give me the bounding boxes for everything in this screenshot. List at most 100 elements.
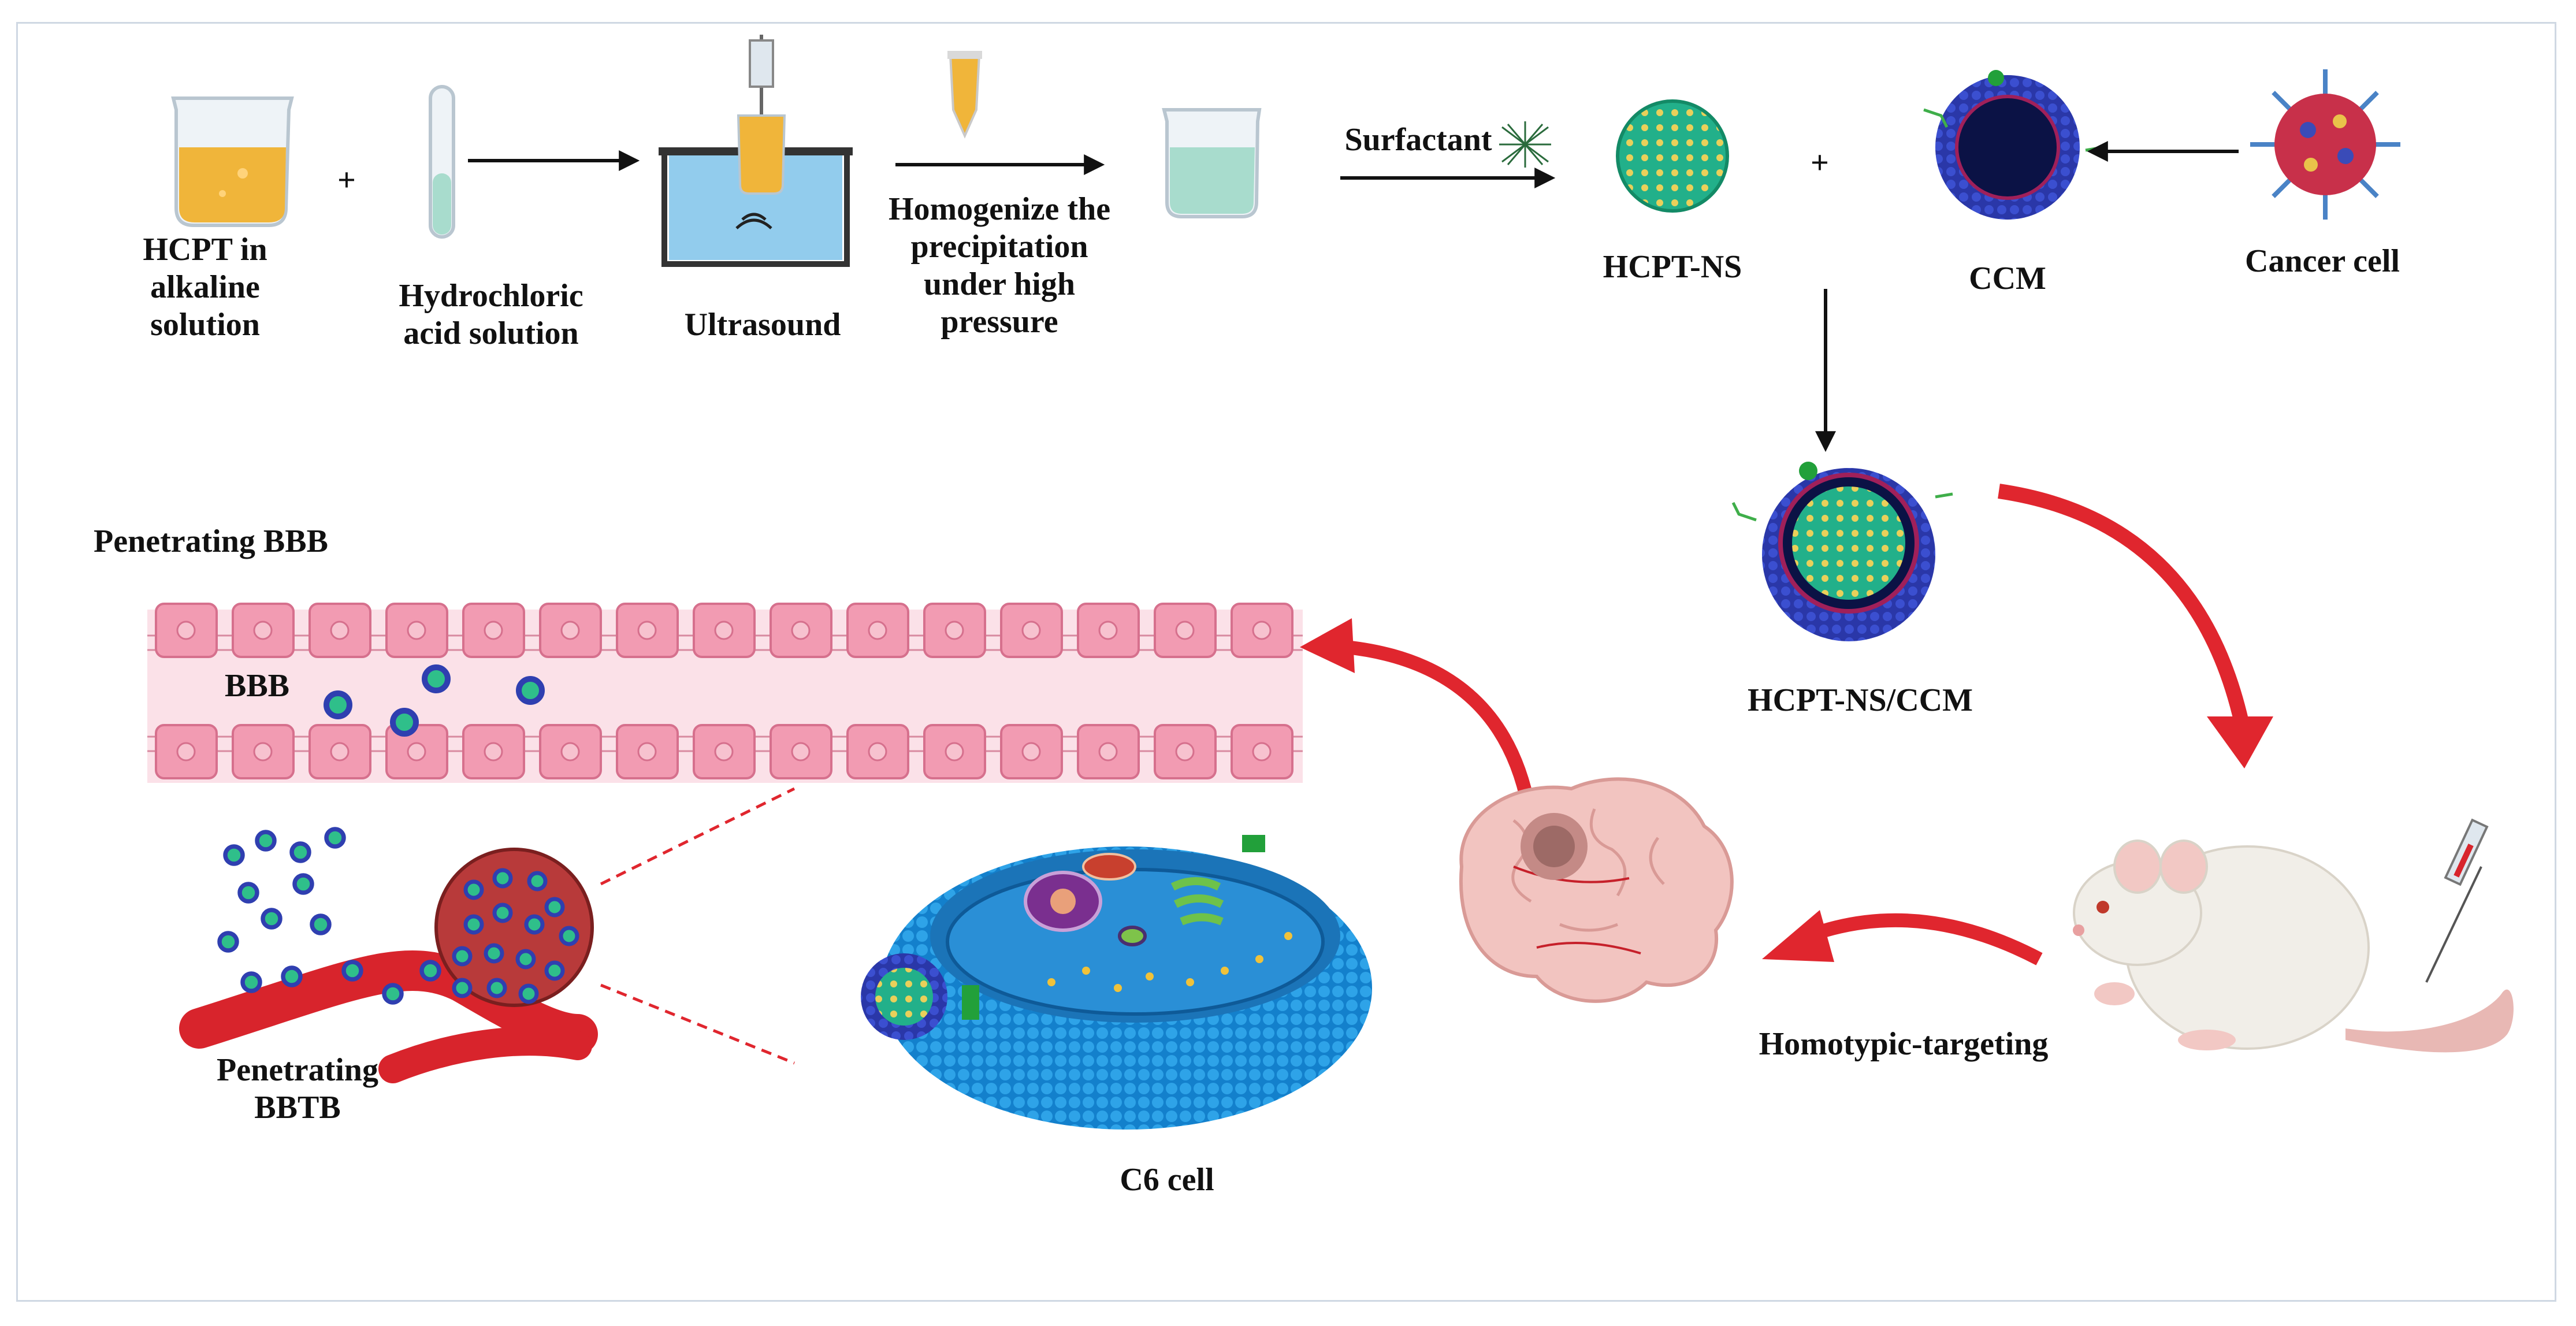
cell-nucleus <box>330 742 350 762</box>
svg-text:+: + <box>337 162 356 198</box>
nanoparticle <box>217 931 239 953</box>
label-bbb: BBB <box>225 668 289 704</box>
nanoparticle <box>524 914 545 935</box>
beaker-green-icon <box>1162 108 1262 218</box>
label-homog-l1: Homogenize the <box>889 191 1110 227</box>
label-hcl-l1: Hydrochloric <box>399 278 583 314</box>
label-cancer-cell: Cancer cell <box>2245 243 2400 279</box>
cell-nucleus <box>945 621 964 640</box>
c6-docked-particle <box>861 953 947 1040</box>
cell-nucleus <box>330 621 350 640</box>
nanoparticle <box>237 882 259 904</box>
hcpt-ns-icon <box>1616 99 1729 213</box>
cell-nucleus <box>868 742 887 762</box>
label-c6-cell: C6 cell <box>1120 1162 1214 1198</box>
cell-nucleus <box>1252 742 1272 762</box>
label-homog-l2: precipitation <box>911 229 1088 265</box>
nanoparticle <box>484 943 504 964</box>
cell-nucleus <box>560 621 580 640</box>
surfactant-icon <box>1499 121 1551 168</box>
label-ccm: CCM <box>1969 261 2046 296</box>
zoom-line-bottom <box>600 983 795 1065</box>
ultrasound-tank-icon <box>659 35 853 267</box>
cell-nucleus <box>1175 742 1195 762</box>
tumor-nanoparticles <box>452 868 579 1004</box>
nanoparticle <box>518 983 539 1004</box>
nanoparticle <box>341 960 363 982</box>
label-homog-l3: under high <box>924 266 1075 302</box>
cell-nucleus <box>176 621 196 640</box>
cell-nucleus <box>791 621 811 640</box>
label-hcl-l2: acid solution <box>403 315 578 351</box>
nanoparticle <box>544 897 565 918</box>
nanoparticle <box>261 908 282 930</box>
nanoparticle <box>515 949 536 970</box>
cell-nucleus <box>253 742 273 762</box>
eppendorf-tube-icon <box>947 51 982 139</box>
nanoparticle <box>310 913 332 935</box>
nanoparticle <box>324 827 346 849</box>
zoom-line-top <box>600 787 796 886</box>
cell-nucleus <box>868 621 887 640</box>
label-penetrating-bbb: Penetrating BBB <box>94 523 328 559</box>
svg-text:+: + <box>1811 145 1829 181</box>
hcpt-ns-ccm-icon <box>1731 462 1953 641</box>
nanoparticle <box>452 946 473 967</box>
nanoparticle <box>223 844 245 866</box>
cell-nucleus <box>1252 621 1272 640</box>
plus-sign-1: + <box>337 162 356 198</box>
label-hcpt-l2: alkaline <box>150 269 260 305</box>
arrow-composite-to-mouse <box>1998 484 2273 768</box>
cell-nucleus <box>253 621 273 640</box>
cell-nucleus <box>407 742 426 762</box>
nanoparticle <box>559 926 579 946</box>
label-pen-bbtb-l1: Penetrating <box>217 1052 378 1088</box>
test-tube-icon <box>429 85 455 239</box>
free-nanoparticles <box>217 827 441 1005</box>
label-hcpt-ns-ccm: HCPT-NS/CCM <box>1748 682 1973 718</box>
label-surfactant: Surfactant <box>1344 122 1492 158</box>
nanoparticle <box>281 965 303 987</box>
label-hcpt-l3: solution <box>150 307 260 343</box>
cell-nucleus <box>1021 742 1041 762</box>
label-homotypic: Homotypic-targeting <box>1759 1026 2049 1062</box>
label-hcpt-ns: HCPT-NS <box>1603 249 1742 285</box>
cell-nucleus <box>945 742 964 762</box>
cell-nucleus <box>714 742 734 762</box>
cell-nucleus <box>484 621 503 640</box>
cell-nucleus <box>407 621 426 640</box>
nanoparticle <box>452 978 473 998</box>
label-pen-bbtb-l2: BBTB <box>254 1090 340 1126</box>
nanoparticle <box>544 960 565 981</box>
nanoparticle <box>419 960 441 982</box>
ccm-icon <box>1923 70 2103 220</box>
cell-nucleus <box>1098 621 1118 640</box>
cell-nucleus <box>637 621 657 640</box>
syringe-icon <box>2425 818 2489 983</box>
cell-nucleus <box>1175 621 1195 640</box>
arrow-brain-to-bbb <box>1300 618 1538 822</box>
cell-nucleus <box>176 742 196 762</box>
nanoparticle <box>289 841 311 863</box>
nanoparticle <box>492 868 513 889</box>
cell-nucleus <box>560 742 580 762</box>
label-homog-l4: pressure <box>941 304 1058 340</box>
nanoparticle <box>527 871 548 892</box>
cell-nucleus <box>484 742 503 762</box>
figure-border <box>16 22 2556 1302</box>
nanoparticle <box>292 873 314 895</box>
c6-cell-icon <box>881 835 1372 1130</box>
nanoparticle <box>240 971 262 993</box>
cell-nucleus <box>1098 742 1118 762</box>
nanoparticle <box>463 914 484 935</box>
nanoparticle <box>255 830 277 852</box>
nanoparticle <box>382 983 404 1005</box>
cell-nucleus <box>714 621 734 640</box>
nanoparticle <box>463 879 484 900</box>
bbb-diagram <box>147 603 1303 783</box>
label-ultrasound: Ultrasound <box>685 307 841 343</box>
mouse-icon <box>2073 840 2514 1053</box>
beaker-yellow-icon <box>171 96 294 227</box>
arrow-mouse-to-brain <box>1762 910 2043 965</box>
